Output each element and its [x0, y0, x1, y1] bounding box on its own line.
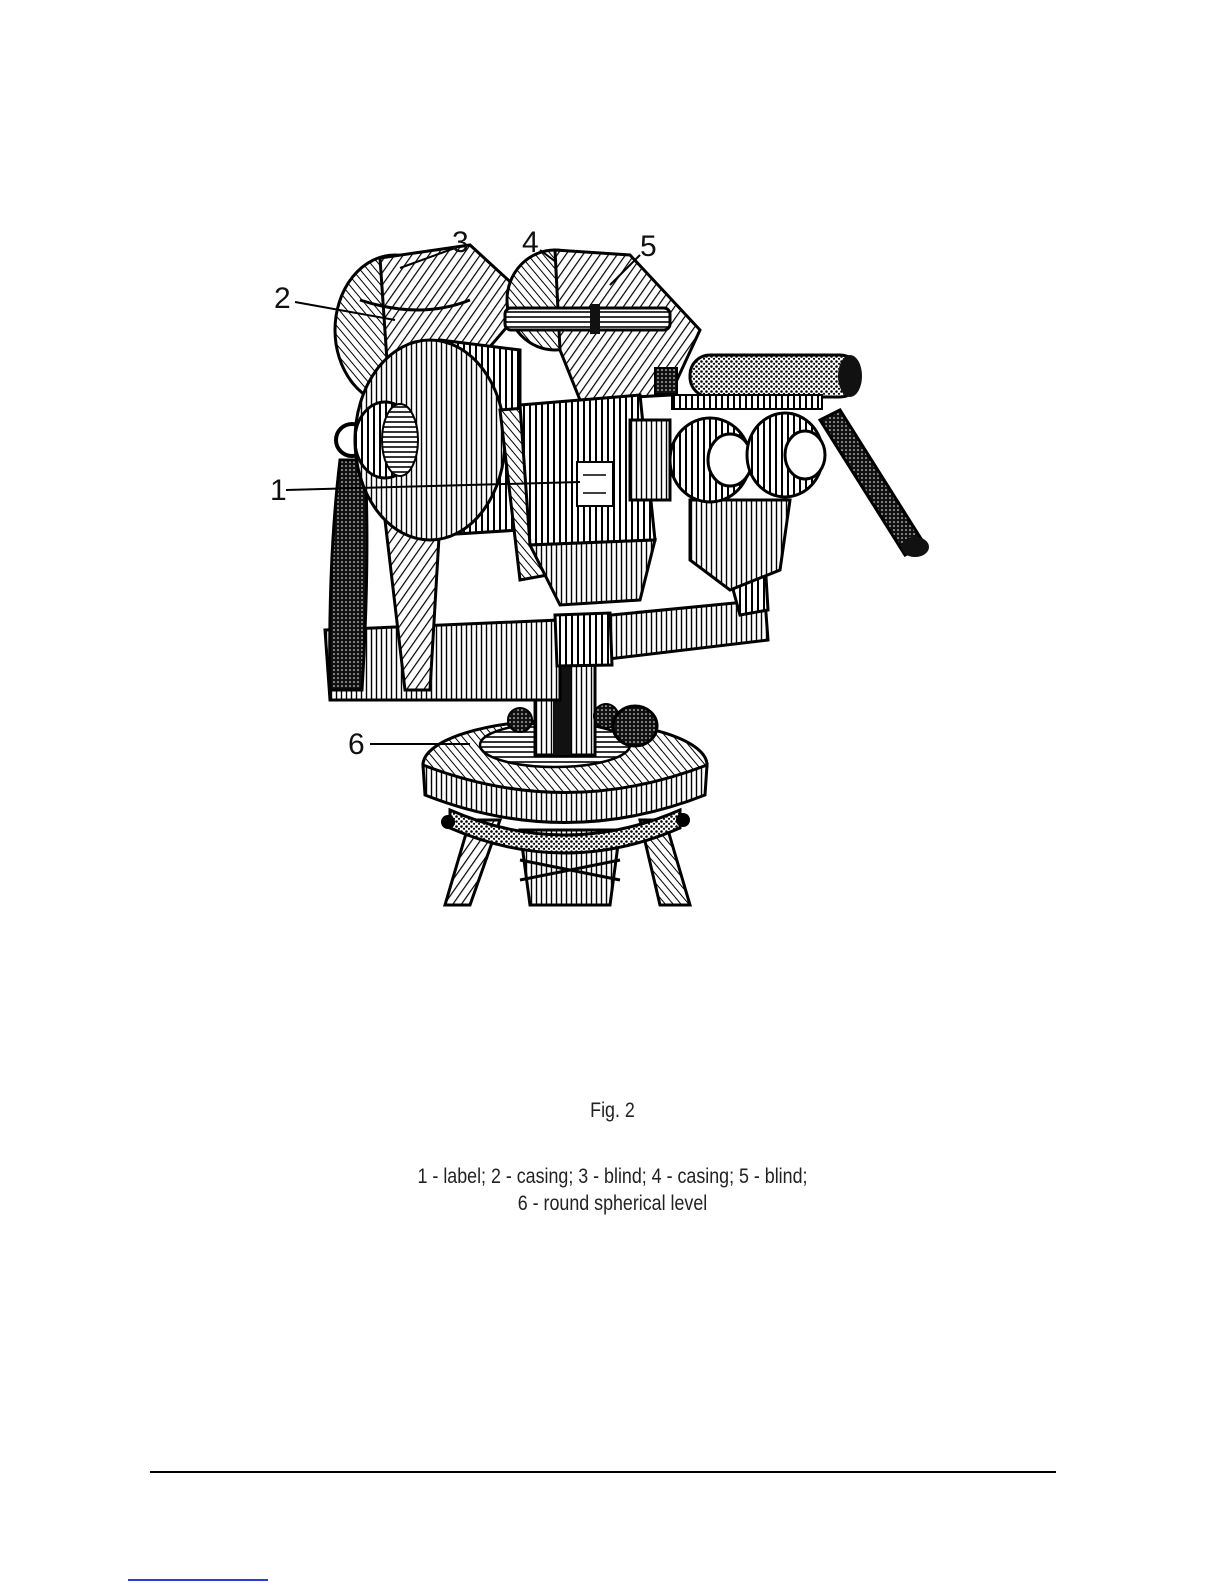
figure-title: Fig. 2: [92, 1099, 1133, 1123]
callout-6: 6: [348, 730, 365, 760]
eyepieces: [630, 413, 825, 502]
callout-4: 4: [522, 228, 539, 258]
callout-1: 1: [270, 476, 287, 506]
figure-legend-line-1: 1 - label; 2 - casing; 3 - blind; 4 - ca…: [92, 1163, 1133, 1190]
left-disc: [355, 340, 520, 540]
figure-legend-line-2: 6 - round spherical level: [92, 1190, 1133, 1217]
footer-rule: [150, 1471, 1056, 1473]
footer-link-underline[interactable]: [128, 1579, 268, 1581]
right-handle: [820, 410, 929, 557]
callout-5: 5: [640, 232, 657, 262]
callout-2: 2: [274, 284, 291, 314]
figure-legend: 1 - label; 2 - casing; 3 - blind; 4 - ca…: [92, 1163, 1133, 1217]
callout-3: 3: [452, 228, 469, 258]
